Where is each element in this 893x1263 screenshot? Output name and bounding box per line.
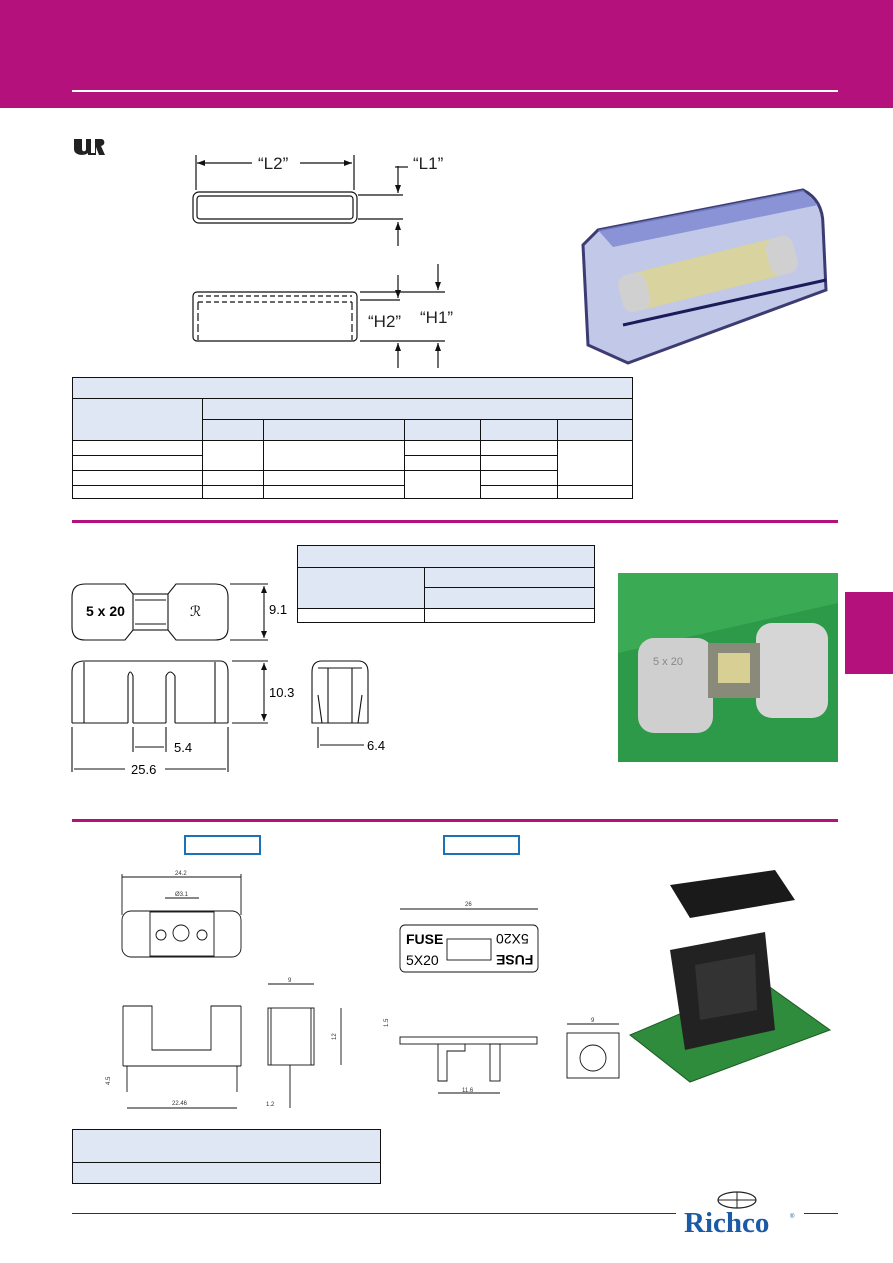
svg-text:9: 9 xyxy=(591,1018,595,1024)
variant-tag-box-2 xyxy=(443,835,520,855)
recognized-mark-icon: ℛ xyxy=(190,603,202,619)
svg-text:26: 26 xyxy=(465,902,472,908)
svg-text:1.5: 1.5 xyxy=(384,1018,390,1027)
richco-logo: Richco ® xyxy=(684,1191,795,1239)
pcb-fuse-holder-3d-render xyxy=(629,870,832,1083)
cap-top-view-drawing xyxy=(192,155,445,368)
svg-text:22.46: 22.46 xyxy=(172,1101,188,1107)
svg-text:24.2: 24.2 xyxy=(175,871,187,877)
header-rule xyxy=(72,90,838,92)
dim-label-h1: “H1” xyxy=(420,308,454,327)
fuse-holder-3d-render: 5 x 20 xyxy=(618,573,838,762)
ul-recognized-icon xyxy=(74,139,105,155)
dim-label-h2: “H2” xyxy=(368,312,402,331)
spec-table-2 xyxy=(297,545,595,623)
dim-depth: 6.4 xyxy=(367,738,386,753)
section-divider xyxy=(72,819,838,822)
fuse-cover-3d-render xyxy=(581,188,828,365)
section-divider xyxy=(72,520,838,523)
dim-label-l1: “L1” xyxy=(413,154,444,173)
svg-text:®: ® xyxy=(790,1213,795,1220)
side-section-tab xyxy=(845,592,893,674)
footer-rule xyxy=(804,1213,838,1214)
variant-tag-box-1 xyxy=(184,835,261,855)
pcb-holder-drawing: 24.2Ø3.1 9 12 4.5 22.46 1.2 26 1.5 11.6 9 xyxy=(106,871,620,1109)
fuse-holder-drawing xyxy=(71,583,369,772)
footer-rule xyxy=(72,1213,676,1214)
svg-text:4.5: 4.5 xyxy=(106,1076,112,1085)
svg-text:Richco: Richco xyxy=(684,1207,769,1239)
holder-marking: 5 x 20 xyxy=(86,603,125,619)
svg-text:9: 9 xyxy=(288,978,292,984)
svg-text:11.6: 11.6 xyxy=(462,1088,474,1094)
dim-width: 9.1 xyxy=(269,602,288,617)
cover-text-size: 5X20 xyxy=(406,952,439,968)
dim-slot: 5.4 xyxy=(174,740,193,755)
spec-table-3 xyxy=(72,1129,381,1184)
svg-text:1.2: 1.2 xyxy=(266,1102,275,1108)
dim-label-l2: “L2” xyxy=(258,154,289,173)
svg-text:12: 12 xyxy=(332,1033,338,1040)
svg-text:Ø3.1: Ø3.1 xyxy=(175,892,189,898)
svg-text:5 x 20: 5 x 20 xyxy=(653,656,683,668)
cover-text-fuse-inverted: FUSE xyxy=(496,952,534,968)
spec-table-1 xyxy=(72,377,633,499)
cover-text-size-inverted: 5X20 xyxy=(496,931,529,947)
dim-length: 25.6 xyxy=(131,762,157,777)
cover-text-fuse: FUSE xyxy=(406,931,444,947)
dim-height: 10.3 xyxy=(269,685,295,700)
